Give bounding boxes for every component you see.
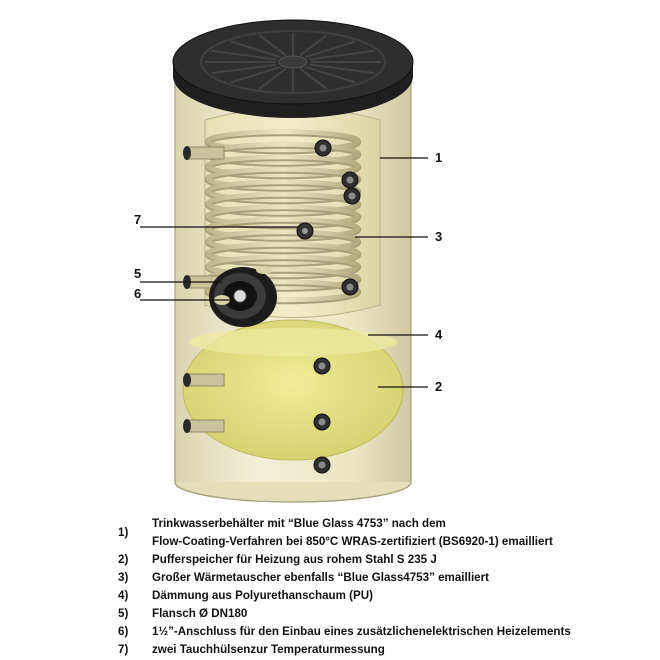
lid-rib: [309, 49, 375, 61]
coil-winding-highlight: [205, 254, 361, 278]
port-bore: [319, 144, 327, 152]
legend-number: 7): [118, 643, 129, 656]
lid-rib: [211, 49, 277, 61]
buffer-tank: [182, 319, 404, 461]
port-bore: [346, 283, 354, 291]
callout-4: 4: [435, 327, 443, 342]
coil-winding-highlight: [205, 129, 361, 153]
pipe-stub: [185, 419, 225, 433]
storage-tank-diagram: 1 3 4 2 7 5 6: [134, 19, 443, 503]
heat-exchanger-coil: [204, 129, 362, 305]
port-bore: [318, 461, 326, 469]
port-bore: [348, 192, 356, 200]
port-bore: [346, 176, 354, 184]
legend-item-2: 2) Pufferspeicher für Heizung aus rohem S…: [118, 551, 658, 569]
lid-rib: [299, 34, 328, 57]
tank-lid: [172, 19, 414, 118]
legend-text: 1½”-Anschluss für den Einbau eines zusät…: [152, 625, 571, 638]
legend-text: Großer Wärmetauscher ebenfalls “Blue Gla…: [152, 571, 490, 584]
legend-item-3: 3) Großer Wärmetauscher ebenfalls “Blue G…: [118, 569, 658, 587]
temperature-sensor-sleeve: [296, 222, 314, 240]
lid-rib: [305, 40, 356, 59]
callout-7: 7: [134, 212, 141, 227]
legend-item-1: 1) Trinkwasserbehälter mit “Blue Glass 47…: [118, 515, 658, 551]
heating-element-connection: [233, 289, 247, 303]
coil-winding-highlight: [205, 279, 361, 303]
coil-winding-highlight: [205, 242, 361, 265]
lid-rib: [299, 67, 328, 90]
port-bore: [318, 362, 326, 370]
legend-item-4: 4) Dämmung aus Polyurethanschaum (PU): [118, 587, 658, 605]
legend-number: 4): [118, 589, 129, 602]
legend-number: 2): [118, 553, 129, 566]
callout-6: 6: [134, 286, 141, 301]
pipe-stub: [185, 373, 225, 387]
legend: 1) Trinkwasserbehälter mit “Blue Glass 47…: [118, 515, 658, 659]
callout-1: 1: [435, 150, 442, 165]
lid-rib: [309, 63, 375, 75]
legend-number: 3): [118, 571, 129, 584]
coil-winding-highlight: [205, 154, 361, 178]
pipe-opening: [183, 146, 191, 160]
coil-winding-highlight: [205, 217, 361, 240]
legend-item-5: 5) Flansch Ø DN180: [118, 605, 658, 623]
legend-text: Flow-Coating-Verfahren bei 850°C WRAS-ze…: [152, 535, 553, 548]
callout-lines: [140, 157, 428, 388]
legend-text: zwei Tauchhülsenzur Temperaturmessung: [152, 643, 385, 656]
lid-rib: [258, 67, 287, 90]
lid-rib: [230, 65, 281, 84]
coil-winding-highlight: [205, 192, 361, 215]
callout-3: 3: [435, 229, 442, 244]
pipe-stub: [185, 146, 225, 160]
lid-rib: [258, 34, 287, 57]
legend-text: Pufferspeicher für Heizung aus rohem Sta…: [152, 553, 437, 566]
lid-rib: [305, 65, 356, 84]
coil-winding-highlight: [205, 229, 361, 253]
legend-item-6: 6) 1½”-Anschluss für den Einbau eines zus…: [118, 623, 658, 641]
lid-rib: [230, 40, 281, 59]
legend-item-7: 7) zwei Tauchhülsenzur Temperaturmessung: [118, 641, 658, 659]
legend-number: 5): [118, 607, 129, 620]
connection-ports: [313, 139, 361, 474]
legend-number: 1): [118, 526, 129, 539]
legend-number: 6): [118, 625, 129, 638]
legend-text: Trinkwasserbehälter mit “Blue Glass 4753…: [152, 517, 446, 530]
callout-2: 2: [435, 379, 442, 394]
legend-text: Dämmung aus Polyurethanschaum (PU): [152, 589, 373, 602]
callout-5: 5: [134, 266, 141, 281]
coil-winding-highlight: [205, 204, 361, 228]
legend-text: Flansch Ø DN180: [152, 607, 248, 620]
port-bore: [318, 418, 326, 426]
left-pipe-connections: [183, 146, 225, 433]
pipe-opening: [183, 419, 191, 433]
lid-rib: [211, 63, 277, 75]
pipe-opening: [183, 373, 191, 387]
